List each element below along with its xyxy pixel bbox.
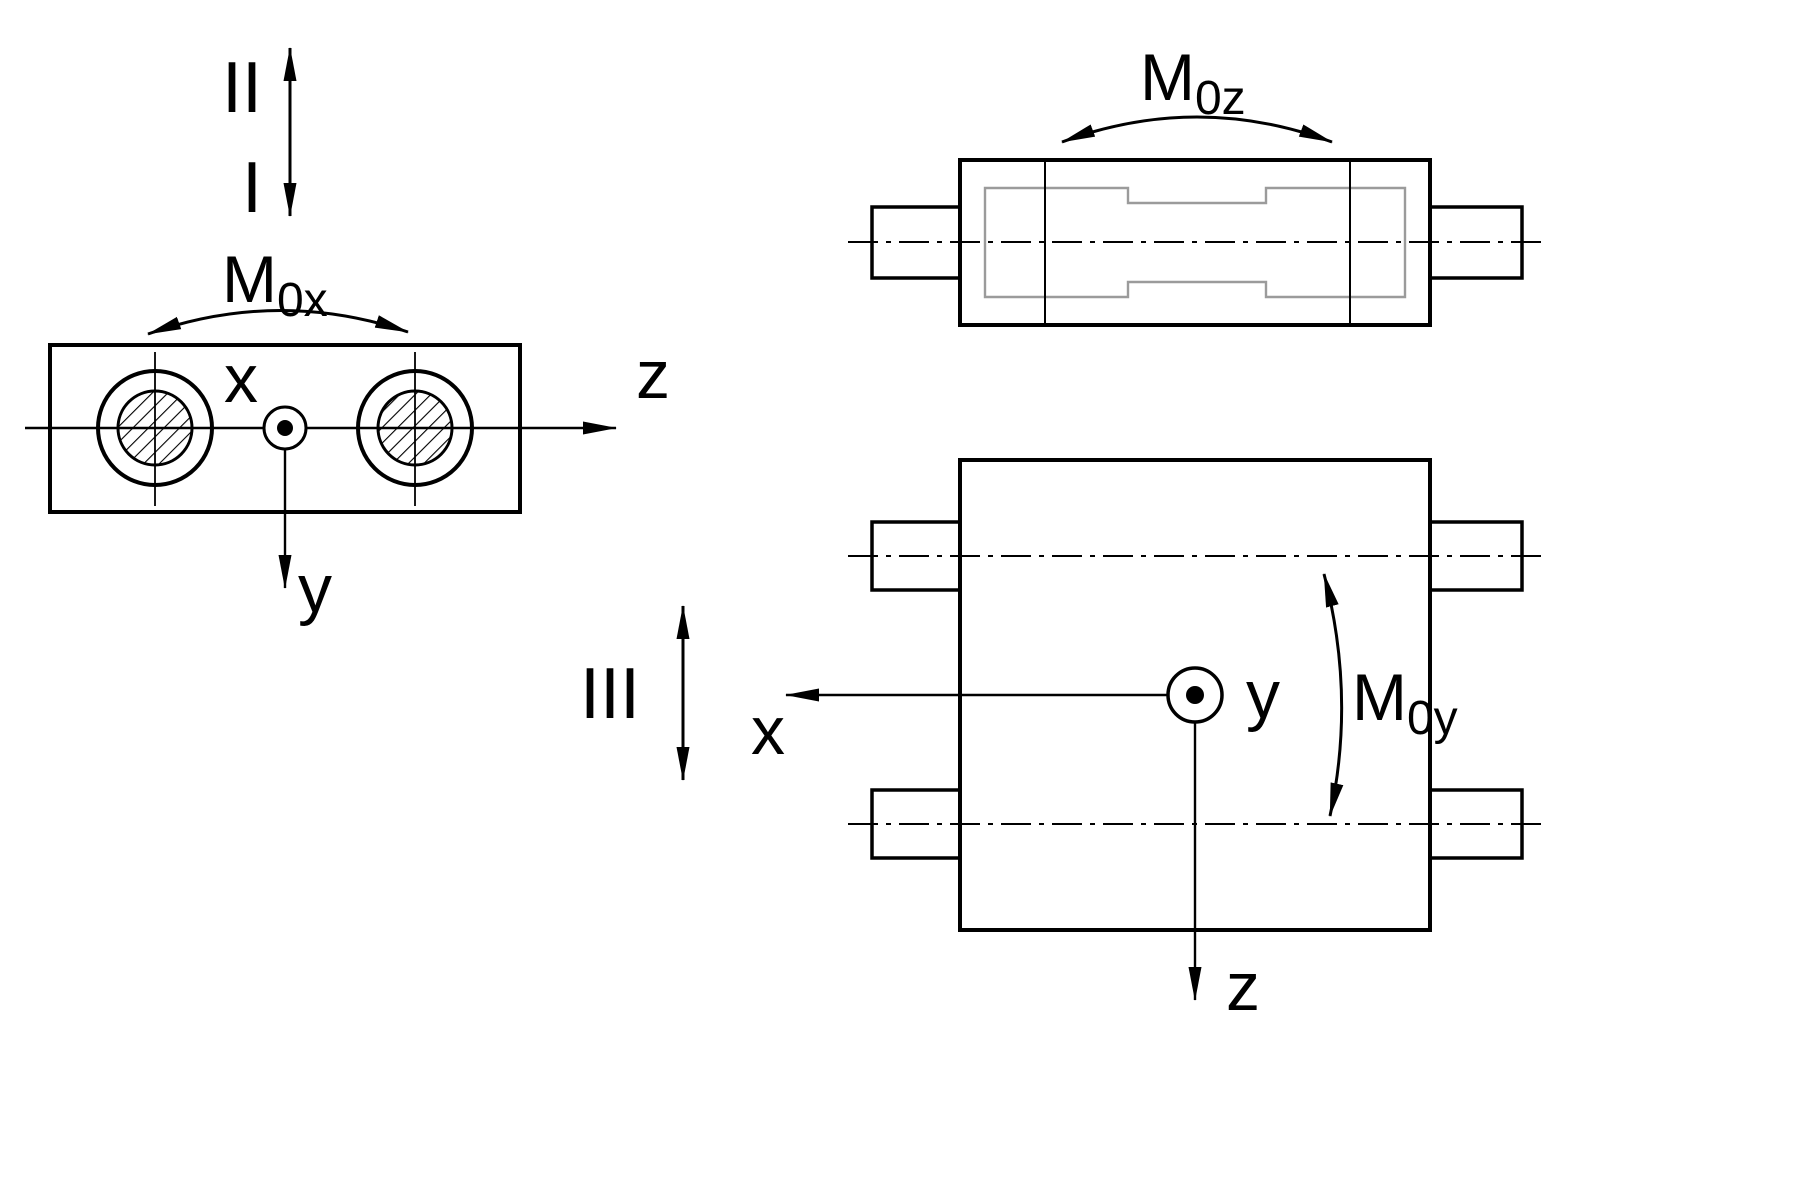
moment-x-label: M0x [222,242,328,327]
label-load-direction-down: I [242,148,262,228]
axis-y-label-side: y [1246,657,1280,733]
axis-z-label-front: z [636,337,670,413]
moment-y-arrow [1322,573,1344,817]
moment-y-subscript: 0y [1407,692,1458,745]
axis-y-label-front: y [298,551,332,627]
top-view: M0z [848,40,1548,327]
moment-x-base: M [222,242,277,316]
label-load-direction-lateral: III [580,654,640,734]
origin-dot-side [1186,686,1204,704]
label-load-direction-up: II [222,48,262,128]
hidden-sleeve-outline [983,186,1407,299]
moment-z-arrow [1061,115,1333,144]
moment-x-subscript: 0x [277,274,328,327]
moment-z-label: M0z [1140,40,1246,125]
moment-z-base: M [1140,40,1195,114]
shaft-stub-lower-right [1428,788,1524,860]
moment-y-base: M [1352,660,1407,734]
moment-y-label: M0y [1352,660,1458,745]
axis-z-label-side: z [1226,949,1260,1025]
moment-x-arrow [147,309,409,336]
axis-x-label-front: x [224,341,258,417]
origin-dot-front [277,420,293,436]
axis-x-label-side: x [751,693,785,769]
side-view: III x y z M0y [580,458,1548,1025]
front-view: II I M0x x z y [25,47,670,627]
